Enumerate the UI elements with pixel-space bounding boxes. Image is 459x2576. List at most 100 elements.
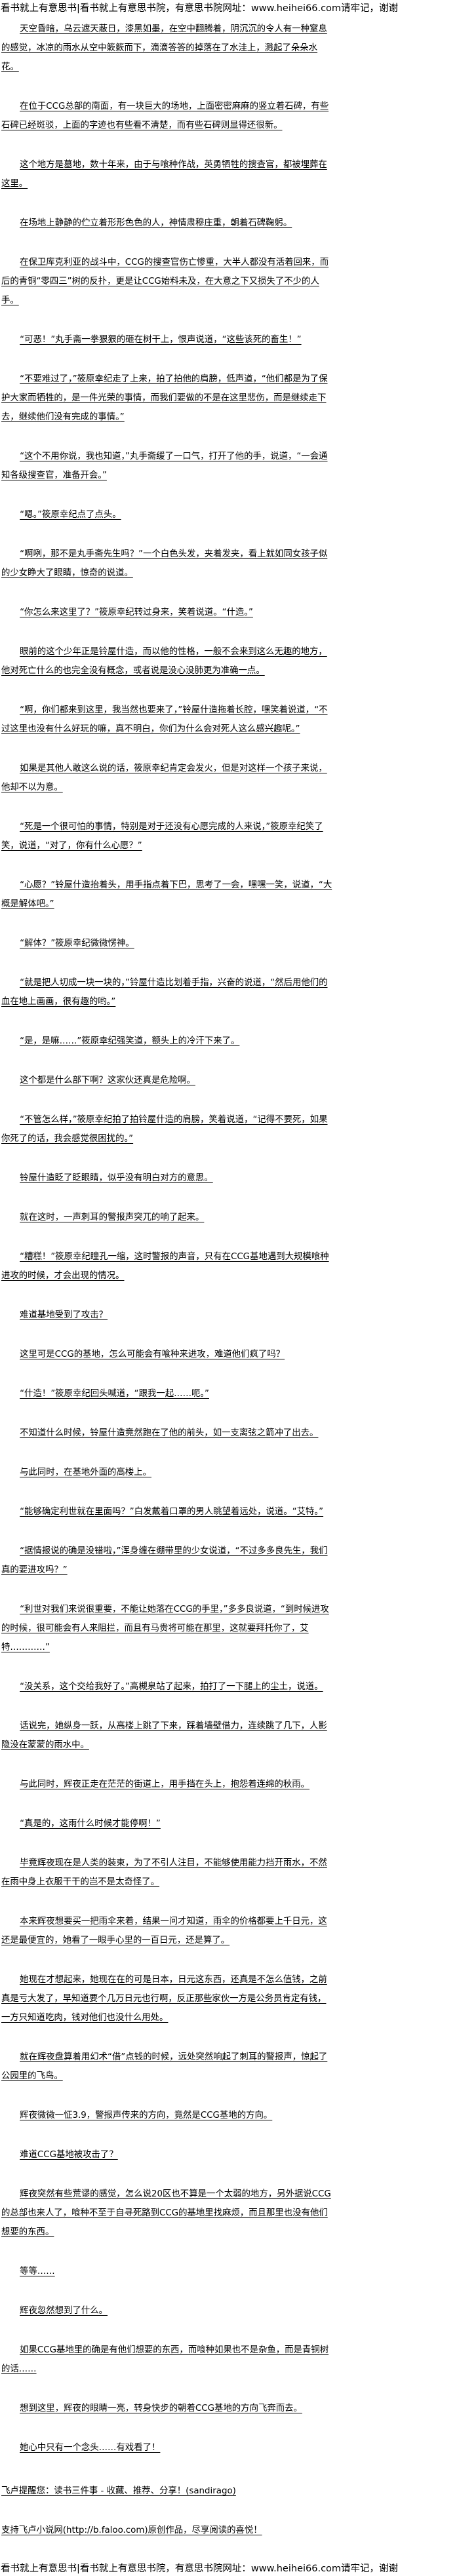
- paragraph-text: 在场地上静静的伫立着形形色色的人，神情肃穆庄重，朝着石碑鞠躬。: [20, 218, 292, 228]
- paragraph-text: 辉夜忽然想到了什么。: [20, 2306, 108, 2316]
- paragraph-text: 眼前的这个少年正是铃屋什造，而以他的性格，一般不会来到这么无趣的地方，他对死亡什…: [1, 647, 327, 676]
- paragraph-text: “可恶！”丸手斋一拳狠狠的砸在树干上，恨声说道，“这些该死的畜生！”: [20, 335, 302, 345]
- chapter-content: 天空昏暗，乌云遮天蔽日，漆黑如墨，在空中翻腾着，阴沉沉的令人有一种窒息的感觉，冰…: [0, 16, 334, 2457]
- paragraph-text: 辉夜微微一怔3.9，警报声传来的方向，竟然是CCG基地的方向。: [20, 2111, 273, 2120]
- paragraph-text: 如果是其他人敢这么说的话，筱原幸纪肯定会发火，但是对这样一个孩子来说，他却不以为…: [1, 764, 327, 792]
- story-paragraph: 这里可是CCG的基地，怎么可能会有喰种来进攻，难道他们疯了吗？: [1, 1345, 334, 1364]
- site-note: 支持飞卢小说网(http://b.faloo.com)原创作品，尽享阅读的喜悦！: [1, 2521, 334, 2540]
- story-paragraph: “真是的，这雨什么时候才能停啊！”: [1, 1814, 334, 1833]
- paragraph-text: “解体？”筱原幸纪微微愣神。: [20, 939, 134, 948]
- story-paragraph: 不知道什么时候，铃屋什造竟然跑在了他的前头，如一支离弦之箭冲了出去。: [1, 1424, 334, 1443]
- site-note-text: 飞卢提醒您：读书三件事 - 收藏、推荐、分享！(sandirago): [1, 2486, 236, 2496]
- story-paragraph: “是，是嘛……”筱原幸纪强笑道，额头上的冷汗下来了。: [1, 1032, 334, 1051]
- paragraph-text: “啊咧，那不是丸手斋先生吗？”一个白色头发，夹着发夹，看上就如同女孩子似的少女睁…: [1, 549, 328, 578]
- paragraph-text: 与此同时，在基地外面的高楼上。: [20, 1468, 151, 1477]
- story-paragraph: 难道CCG基地被攻击了？: [1, 2145, 334, 2164]
- paragraph-text: “嗯。”筱原幸纪点了点头。: [20, 510, 121, 520]
- story-paragraph: “利世对我们来说很重要，不能让她落在CCG的手里，”多多良说道，“到时候进攻的时…: [1, 1600, 334, 1657]
- paragraph-text: 就在这时，一声刺耳的警报声突兀的响了起来。: [20, 1213, 205, 1222]
- story-paragraph: 难道基地受到了攻击？: [1, 1306, 334, 1325]
- paragraph-text: “心愿？”铃屋什造抬着头，用手指点着下巴，思考了一会，嘿嘿一笑，说道，“大概是解…: [1, 880, 332, 909]
- story-paragraph: “能够确定利世就在里面吗？”白发戴着口罩的男人眺望着远处，说道。“艾特。”: [1, 1502, 334, 1521]
- story-paragraph: 如果CCG基地里的确是有他们想要的东西，而喰种如果也不是杂鱼，而是青铜树的话……: [1, 2341, 334, 2379]
- story-paragraph: “你怎么来这里了？”筱原幸纪转过身来，笑着说道。“什造。”: [1, 603, 334, 622]
- paragraph-text: 就在辉夜盘算着用幻术“借”点钱的时候，远处突然响起了刺耳的警报声，惊起了公园里的…: [1, 2052, 328, 2081]
- site-banner-top: 看书就上有意思书|看书就上有意思书院，有意思书院网址：www.heihei66.…: [1, 3, 399, 14]
- paragraph-text: “不管怎么样，”筱原幸纪拍了拍铃屋什造的肩膀，笑着说道，“记得不要死，如果你死了…: [1, 1115, 328, 1144]
- paragraph-text: 这个地方是墓地，数十年来，由于与喰种作战，英勇牺牲的搜查官，都被埋葬在这里。: [1, 160, 327, 189]
- paragraph-text: “糟糕！”筱原幸纪瞳孔一缩，这时警报的声音，只有在CCG基地遇到大规模喰种进攻的…: [1, 1252, 329, 1281]
- paragraph-text: 想到这里，辉夜的眼睛一亮，转身快步的朝着CCG基地的方向飞奔而去。: [20, 2404, 302, 2413]
- paragraph-text: “你怎么来这里了？”筱原幸纪转过身来，笑着说道。“什造。”: [20, 608, 253, 617]
- story-paragraph: 话说完，她纵身一跃，从高楼上跳了下来，踩着墙壁借力，连续跳了几下，人影隐没在蒙蒙…: [1, 1717, 334, 1755]
- paragraph-text: 她现在才想起来，她现在在的可是日本，日元这东西，还真是不怎么值钱，之前真是亏大发…: [1, 1975, 327, 2023]
- paragraph-text: “啊，你们都来到这里，我当然也要来了，”铃屋什造拖着长腔，嘿笑着说道，“不过这里…: [1, 705, 328, 734]
- paragraph-text: “据情报说的确是没错啦，”浑身缠在绷带里的少女说道，“不过多多良先生，我们真的要…: [1, 1546, 328, 1575]
- paragraph-text: “是，是嘛……”筱原幸纪强笑道，额头上的冷汗下来了。: [20, 1036, 240, 1046]
- paragraph-text: 她心中只有一个念头……有戏看了！: [20, 2443, 161, 2453]
- story-paragraph: “糟糕！”筱原幸纪瞳孔一缩，这时警报的声音，只有在CCG基地遇到大规模喰种进攻的…: [1, 1247, 334, 1285]
- story-paragraph: 眼前的这个少年正是铃屋什造，而以他的性格，一般不会来到这么无趣的地方，他对死亡什…: [1, 642, 334, 680]
- paragraph-text: 天空昏暗，乌云遮天蔽日，漆黑如墨，在空中翻腾着，阴沉沉的令人有一种窒息的感觉，冰…: [1, 24, 327, 72]
- story-paragraph: “没关系，这个交给我好了。”高槻泉站了起来，拍打了一下腿上的尘土，说道。: [1, 1677, 334, 1696]
- paragraph-text: 话说完，她纵身一跃，从高楼上跳了下来，踩着墙壁借力，连续跳了几下，人影隐没在蒙蒙…: [1, 1721, 327, 1750]
- paragraph-text: 不知道什么时候，铃屋什造竟然跑在了他的前头，如一支离弦之箭冲了出去。: [20, 1428, 319, 1438]
- paragraph-text: “利世对我们来说很重要，不能让她落在CCG的手里，”多多良说道，“到时候进攻的时…: [1, 1605, 329, 1652]
- paragraph-text: “这个不用你说，我也知道，”丸手斋缓了一口气，打开了他的手，说道，“一会通知各级…: [1, 452, 328, 480]
- story-paragraph: 她心中只有一个念头……有戏看了！: [1, 2438, 334, 2457]
- story-paragraph: 在保卫库克利亚的战斗中，CCG的搜查官伤亡惨重，大半人都没有活着回来，而后的青铜…: [1, 253, 334, 310]
- story-paragraph: 在位于CCG总部的南面，有一块巨大的场地，上面密密麻麻的竖立着石碑，有些石碑已经…: [1, 97, 334, 135]
- paragraph-text: “死是一个很可怕的事情，特别是对于还没有心愿完成的人来说，”筱原幸纪笑了笑，说道…: [1, 822, 323, 851]
- story-paragraph: “不要难过了，”筱原幸纪走了上来，拍了拍他的肩膀，低声道，“他们都是为了保护大家…: [1, 370, 334, 427]
- story-paragraph: “不管怎么样，”筱原幸纪拍了拍铃屋什造的肩膀，笑着说道，“记得不要死，如果你死了…: [1, 1110, 334, 1148]
- story-paragraph: 天空昏暗，乌云遮天蔽日，漆黑如墨，在空中翻腾着，阴沉沉的令人有一种窒息的感觉，冰…: [1, 20, 334, 77]
- story-paragraph: 在场地上静静的伫立着形形色色的人，神情肃穆庄重，朝着石碑鞠躬。: [1, 214, 334, 233]
- story-paragraph: 与此同时，在基地外面的高楼上。: [1, 1463, 334, 1482]
- story-paragraph: “可恶！”丸手斋一拳狠狠的砸在树干上，恨声说道，“这些该死的畜生！”: [1, 330, 334, 349]
- story-paragraph: 本来辉夜想要买一把雨伞来着，结果一问才知道，雨伞的价格都要上千日元，这还是最便宜…: [1, 1912, 334, 1950]
- story-paragraph: “死是一个很可怕的事情，特别是对于还没有心愿完成的人来说，”筱原幸纪笑了笑，说道…: [1, 817, 334, 855]
- story-paragraph: “啊咧，那不是丸手斋先生吗？”一个白色头发，夹着发夹，看上就如同女孩子似的少女睁…: [1, 545, 334, 583]
- site-notes: 飞卢提醒您：读书三件事 - 收藏、推荐、分享！(sandirago) 支持飞卢小说…: [0, 2478, 334, 2540]
- story-paragraph: 就在这时，一声刺耳的警报声突兀的响了起来。: [1, 1208, 334, 1227]
- story-paragraph: 与此同时，辉夜正走在茫茫的街道上，用手挡在头上，抱怨着连绵的秋雨。: [1, 1775, 334, 1794]
- paragraph-text: 毕竟辉夜现在是人类的装束，为了不引人注目，不能够使用能力挡开雨水，不然在雨中身上…: [1, 1858, 327, 1887]
- story-paragraph: “心愿？”铃屋什造抬着头，用手指点着下巴，思考了一会，嘿嘿一笑，说道，“大概是解…: [1, 876, 334, 914]
- story-paragraph: “什造！”筱原幸纪回头喊道，“跟我一起……呃。”: [1, 1384, 334, 1403]
- paragraph-text: 如果CCG基地里的确是有他们想要的东西，而喰种如果也不是杂鱼，而是青铜树的话……: [1, 2345, 329, 2374]
- story-paragraph: 想到这里，辉夜的眼睛一亮，转身快步的朝着CCG基地的方向飞奔而去。: [1, 2399, 334, 2418]
- story-paragraph: “据情报说的确是没错啦，”浑身缠在绷带里的少女说道，“不过多多良先生，我们真的要…: [1, 1542, 334, 1580]
- site-note: 飞卢提醒您：读书三件事 - 收藏、推荐、分享！(sandirago): [1, 2482, 334, 2501]
- story-paragraph: “嗯。”筱原幸纪点了点头。: [1, 505, 334, 524]
- paragraph-text: 与此同时，辉夜正走在茫茫的街道上，用手挡在头上，抱怨着连绵的秋雨。: [20, 1780, 310, 1789]
- paragraph-text: 等等……: [20, 2267, 55, 2276]
- paragraph-text: 难道CCG基地被攻击了？: [20, 2150, 118, 2160]
- story-paragraph: 铃屋什造眨了眨眼睛，似乎没有明白对方的意思。: [1, 1169, 334, 1188]
- story-paragraph: 这个都是什么部下啊？这家伙还真是危险啊。: [1, 1071, 334, 1090]
- paragraph-text: 本来辉夜想要买一把雨伞来着，结果一问才知道，雨伞的价格都要上千日元，这还是最便宜…: [1, 1917, 327, 1945]
- story-paragraph: 辉夜微微一怔3.9，警报声传来的方向，竟然是CCG基地的方向。: [1, 2106, 334, 2125]
- site-note-text: 支持飞卢小说网(http://b.faloo.com)原创作品，尽享阅读的喜悦！: [1, 2526, 262, 2535]
- paragraph-text: “能够确定利世就在里面吗？”白发戴着口罩的男人眺望着远处，说道。“艾特。”: [20, 1507, 324, 1517]
- paragraph-text: “真是的，这雨什么时候才能停啊！”: [20, 1819, 161, 1829]
- story-paragraph: 毕竟辉夜现在是人类的装束，为了不引人注目，不能够使用能力挡开雨水，不然在雨中身上…: [1, 1854, 334, 1892]
- paragraph-text: “不要难过了，”筱原幸纪走了上来，拍了拍他的肩膀，低声道，“他们都是为了保护大家…: [1, 374, 328, 422]
- paragraph-text: 这个都是什么部下啊？这家伙还真是危险啊。: [20, 1076, 195, 1085]
- paragraph-text: 铃屋什造眨了眨眼睛，似乎没有明白对方的意思。: [20, 1173, 213, 1183]
- story-paragraph: “啊，你们都来到这里，我当然也要来了，”铃屋什造拖着长腔，嘿笑着说道，“不过这里…: [1, 701, 334, 739]
- story-paragraph: 如果是其他人敢这么说的话，筱原幸纪肯定会发火，但是对这样一个孩子来说，他却不以为…: [1, 759, 334, 797]
- paragraph-text: “什造！”筱原幸纪回头喊道，“跟我一起……呃。”: [20, 1389, 209, 1399]
- story-paragraph: “解体？”筱原幸纪微微愣神。: [1, 934, 334, 953]
- story-paragraph: 就在辉夜盘算着用幻术“借”点钱的时候，远处突然响起了刺耳的警报声，惊起了公园里的…: [1, 2048, 334, 2086]
- story-paragraph: “这个不用你说，我也知道，”丸手斋缓了一口气，打开了他的手，说道，“一会通知各级…: [1, 447, 334, 485]
- story-paragraph: “就是把人切成一块一块的，”铃屋什造比划着手指，兴奋的说道，“然后用他们的血在地…: [1, 973, 334, 1011]
- story-paragraph: 她现在才想起来，她现在在的可是日本，日元这东西，还真是不怎么值钱，之前真是亏大发…: [1, 1970, 334, 2027]
- paragraph-text: “就是把人切成一块一块的，”铃屋什造比划着手指，兴奋的说道，“然后用他们的血在地…: [1, 978, 328, 1007]
- paragraph-text: 在保卫库克利亚的战斗中，CCG的搜查官伤亡惨重，大半人都没有活着回来，而后的青铜…: [1, 258, 329, 305]
- paragraph-text: 辉夜突然有些荒谬的感觉，怎么说20区也不算是一个太弱的地方，另外据说CCG的总部…: [1, 2189, 331, 2237]
- paragraph-text: “没关系，这个交给我好了。”高槻泉站了起来，拍打了一下腿上的尘土，说道。: [20, 1682, 323, 1692]
- paragraph-text: 这里可是CCG的基地，怎么可能会有喰种来进攻，难道他们疯了吗？: [20, 1350, 285, 1359]
- paragraph-text: 难道基地受到了攻击？: [20, 1310, 108, 1320]
- story-paragraph: 辉夜突然有些荒谬的感觉，怎么说20区也不算是一个太弱的地方，另外据说CCG的总部…: [1, 2185, 334, 2242]
- story-paragraph: 辉夜忽然想到了什么。: [1, 2301, 334, 2320]
